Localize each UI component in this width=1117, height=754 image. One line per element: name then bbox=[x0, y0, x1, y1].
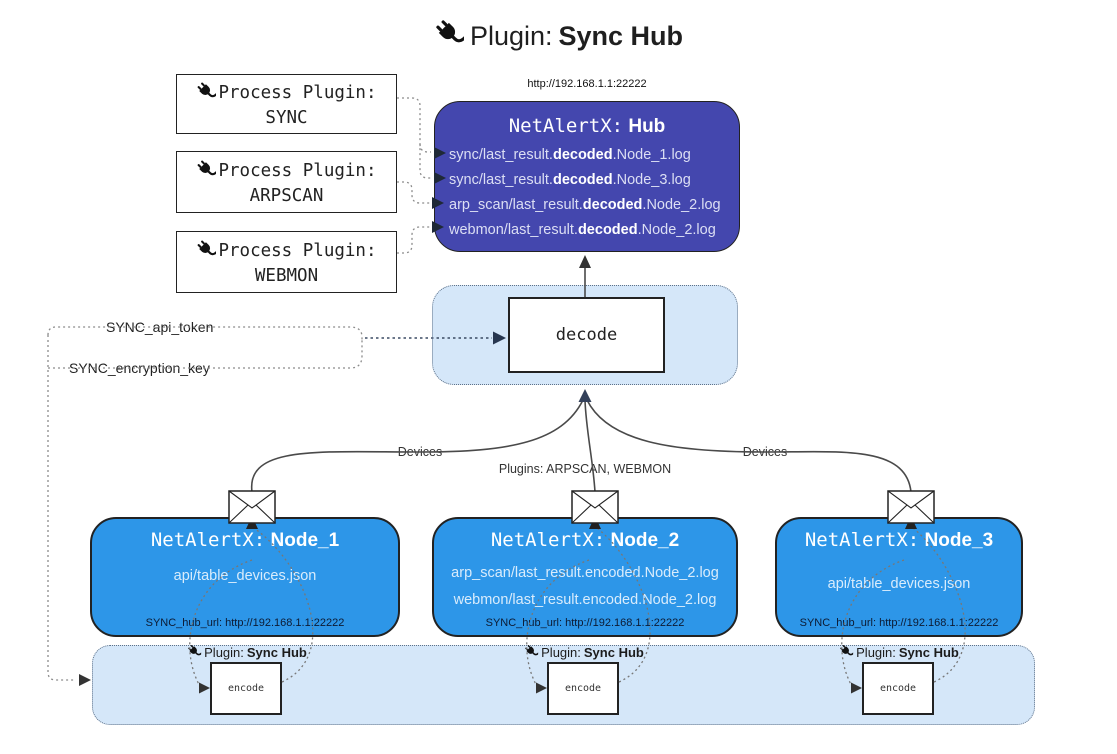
hub-url-label: http://192.168.1.1:22222 bbox=[527, 78, 647, 90]
process-plugin-box-webmon: Process Plugin: WEBMON bbox=[176, 231, 397, 293]
plug-icon bbox=[839, 644, 855, 661]
node-3: NetAlertX: Node_3 api/table_devices.json… bbox=[775, 517, 1023, 637]
process-plugin-name: WEBMON bbox=[254, 265, 319, 286]
process-plugin-label: Process Plugin: bbox=[218, 241, 377, 261]
hub-node: NetAlertX: Hub sync/last_result.decoded.… bbox=[434, 101, 740, 252]
node-file-line: webmon/last_result.encoded.Node_2.log bbox=[453, 592, 717, 608]
arrowhead-icon bbox=[579, 255, 591, 268]
hub-title-code: NetAlertX: bbox=[508, 115, 624, 137]
plug-icon bbox=[524, 644, 540, 661]
hub-log-line: webmon/last_result.decoded.Node_2.log bbox=[449, 222, 716, 238]
node-file-line: api/table_devices.json bbox=[173, 568, 317, 584]
page-title: Plugin: Sync Hub bbox=[0, 18, 1117, 55]
process-plugin-name: ARPSCAN bbox=[249, 185, 324, 206]
hub-title-name: Hub bbox=[628, 116, 666, 137]
process-plugin-box-arpscan: Process Plugin: ARPSCAN bbox=[176, 151, 397, 213]
edge-label-plugins: Plugins: ARPSCAN, WEBMON bbox=[494, 462, 676, 476]
arrowhead-icon bbox=[79, 674, 91, 686]
node-file-line: arp_scan/last_result.encoded.Node_2.log bbox=[451, 565, 719, 581]
decode-box: decode bbox=[508, 297, 665, 373]
node-hub-url: SYNC_hub_url: http://192.168.1.1:22222 bbox=[145, 617, 345, 629]
node-1: NetAlertX: Node_1 api/table_devices.json… bbox=[90, 517, 400, 637]
edge-token-to-encode-panel bbox=[47, 335, 76, 681]
process-plugin-label: Process Plugin: bbox=[218, 161, 377, 181]
node-hub-url: SYNC_hub_url: http://192.168.1.1:22222 bbox=[799, 617, 999, 629]
arrowhead-icon bbox=[578, 389, 592, 402]
edge-node2-plugins bbox=[584, 399, 596, 493]
hub-log-line: sync/last_result.decoded.Node_1.log bbox=[449, 147, 691, 163]
edge-label-devices-right: Devices bbox=[738, 445, 792, 459]
node-title: NetAlertX: Node_3 bbox=[804, 529, 994, 551]
title-name: Sync Hub bbox=[558, 21, 684, 51]
edge-sync-to-hub bbox=[397, 97, 431, 179]
process-plugin-name: SYNC bbox=[265, 107, 308, 128]
node-2: NetAlertX: Node_2 arp_scan/last_result.e… bbox=[432, 517, 738, 637]
hub-log-line: arp_scan/last_result.decoded.Node_2.log bbox=[449, 197, 721, 213]
plug-icon bbox=[196, 239, 219, 264]
sync-encryption-key-label: SYNC_encryption_key bbox=[66, 360, 213, 376]
edge-webmon-to-hub bbox=[397, 226, 430, 254]
hub-log-line: sync/last_result.decoded.Node_3.log bbox=[449, 172, 691, 188]
edge-arpscan-to-hub bbox=[397, 181, 430, 204]
node-hub-url: SYNC_hub_url: http://192.168.1.1:22222 bbox=[485, 617, 685, 629]
node-file-line: api/table_devices.json bbox=[827, 576, 971, 592]
plug-icon bbox=[196, 159, 219, 184]
hub-title: NetAlertX: Hub bbox=[435, 113, 739, 139]
encode-plugin-label: Plugin: Sync Hub bbox=[839, 644, 959, 661]
encode-plugin-label: Plugin: Sync Hub bbox=[524, 644, 644, 661]
encode-box: encode bbox=[210, 662, 282, 715]
process-plugin-box-sync: Process Plugin: SYNC bbox=[176, 74, 397, 134]
plug-icon bbox=[434, 18, 467, 55]
process-plugin-label: Process Plugin: bbox=[218, 83, 377, 103]
node-title: NetAlertX: Node_2 bbox=[490, 529, 680, 551]
encode-box: encode bbox=[862, 662, 934, 715]
plug-icon bbox=[196, 81, 219, 106]
title-prefix: Plugin: bbox=[469, 21, 553, 51]
edge-sync-to-hub-branch bbox=[419, 143, 431, 153]
encode-box: encode bbox=[547, 662, 619, 715]
node-title: NetAlertX: Node_1 bbox=[150, 529, 340, 551]
plug-icon bbox=[187, 644, 203, 661]
edge-label-devices-left: Devices bbox=[393, 445, 447, 459]
sync-api-token-label: SYNC_api_token bbox=[103, 319, 217, 335]
encode-plugin-label: Plugin: Sync Hub bbox=[187, 644, 307, 661]
